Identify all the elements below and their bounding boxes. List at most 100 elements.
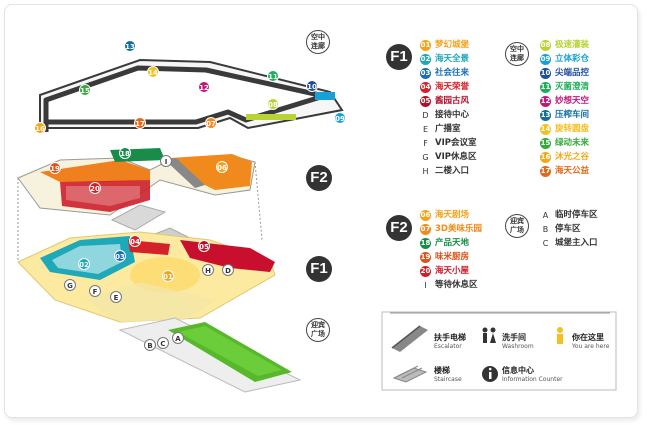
map-marker-15: 15 [79,84,91,96]
legend-label: 海天公益 [555,166,590,176]
map-marker-16: 16 [34,122,46,134]
legend-marker: G [422,152,429,162]
legend-label: 海天小屋 [435,266,470,276]
legend-label: VIP会议室 [435,138,477,148]
legend-marker: 11 [540,81,551,93]
map-marker-17: 17 [134,117,146,129]
legend-label: 尖端品控 [555,68,590,78]
plaza-level [118,317,302,393]
f2-badge: F2 [306,165,332,191]
legend-marker: 02 [420,53,431,65]
map-marker-14: 14 [147,66,159,78]
f2-level [17,148,263,262]
legend-item: 17 海天公益 [540,164,589,178]
legend-item: A 临时停车区 [540,208,598,222]
map-marker-a: A [172,332,184,344]
legend-label: 接待中心 [435,110,470,120]
legend-marker: 20 [420,265,431,277]
legend-label: 立体彩仓 [555,54,590,64]
legend-marker: 08 [540,39,551,51]
legend-label: 味米厨房 [435,252,470,262]
map-marker-07: 07 [205,117,217,129]
map-marker-f: F [89,285,101,297]
legend-label: 海天荣誉 [435,82,470,92]
legend-marker: 06 [420,209,431,221]
legend-marker: I [424,280,427,290]
map-marker-h: H [202,264,214,276]
legend-item: 07 3D美味乐园 [420,222,482,236]
legend-label: 广播室 [435,124,461,134]
legend-label: 旋转圆盘 [555,124,590,134]
legend-label: 产品天地 [435,238,470,248]
legend-marker: 12 [540,95,551,107]
legend-label: 海天全景 [435,54,470,64]
legend-item: 20 海天小屋 [420,264,482,278]
map-marker-02: 02 [78,258,90,270]
legend-marker: 04 [420,81,431,93]
plaza-badge: 迎宾 广场 [306,318,330,342]
map-marker-19: 19 [49,162,61,174]
legend-item: 02 海天全景 [420,52,476,66]
legend-label: 等待休息区 [435,280,478,290]
legend-label: 妙想天空 [555,96,590,106]
legend-item: 06 海天剧场 [420,208,482,222]
map-marker-13: 13 [124,40,136,52]
map-marker-04: 04 [129,235,141,247]
legend-label: 沐光之谷 [555,152,590,162]
legend-f2-badge: F2 [386,215,412,241]
legend-label: 梦幻城堡 [435,40,470,50]
f1-badge: F1 [306,256,332,282]
map-marker-e: E [110,291,122,303]
legend-label: 灭菌澄清 [555,82,590,92]
legend-marker: 13 [540,109,551,121]
legend-item: 10 尖端品控 [540,66,589,80]
legend-label: 临时停车区 [555,210,598,220]
legend-marker: 03 [420,67,431,79]
legend-marker: 05 [420,95,431,107]
map-marker-03: 03 [114,250,126,262]
legend-marker: A [542,210,549,220]
legend-item: 12 妙想天空 [540,94,589,108]
legend-item: 11 灭菌澄清 [540,80,589,94]
legend-label: 海天剧场 [435,210,470,220]
legend-marker: 07 [420,223,431,235]
map-marker-06: 06 [216,161,228,173]
map-marker-b: B [144,339,156,351]
legend-marker: 17 [540,165,551,177]
map-marker-08: 08 [267,98,279,110]
map-marker-c: C [157,337,169,349]
map-marker-g: G [64,279,76,291]
map-marker-d: D [222,264,234,276]
legend-label: 3D美味乐园 [435,224,482,234]
legend-label: 停车区 [555,224,581,234]
legend-plaza-badge: 迎宾 广场 [505,214,529,238]
legend-marker: 18 [420,237,431,249]
legend-marker: 10 [540,67,551,79]
legend-marker: F [423,138,428,148]
walkway-badge: 空中 连廊 [306,30,330,54]
legend-marker: 15 [540,137,551,149]
legend-marker: C [542,238,549,248]
legend-label: 极速灌装 [555,40,590,50]
f1-level [17,231,276,323]
legend-marker: 16 [540,151,551,163]
legend-f1-badge: F1 [386,44,412,70]
